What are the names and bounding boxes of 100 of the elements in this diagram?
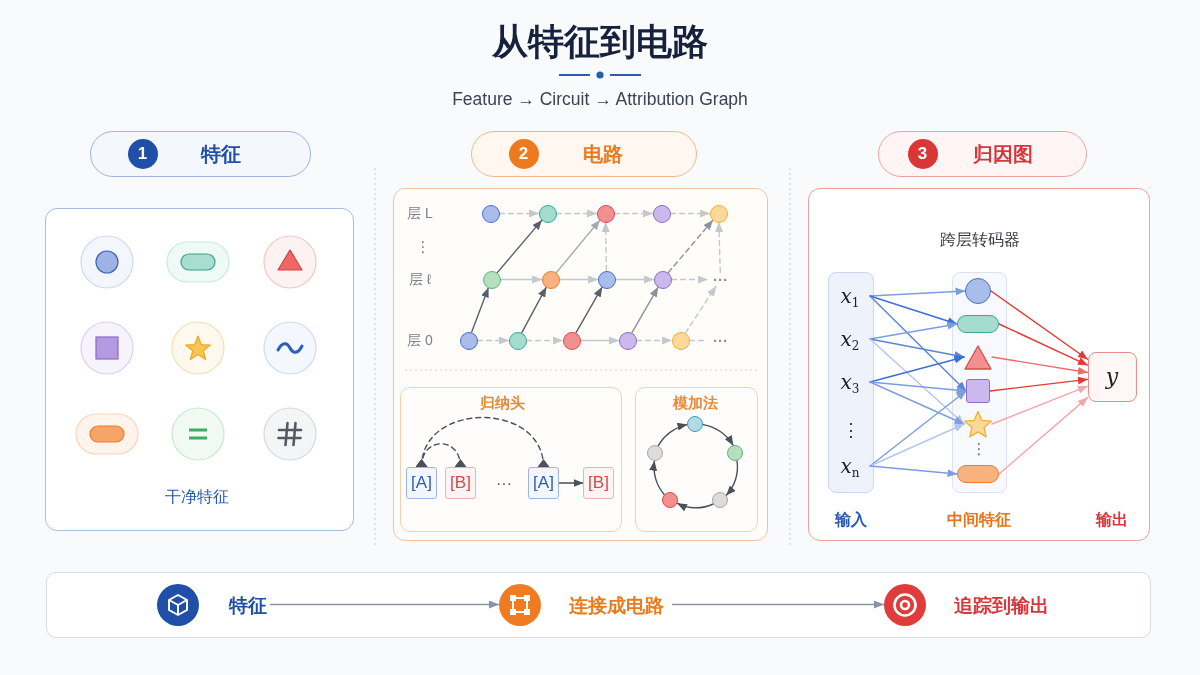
arrow xyxy=(614,275,655,284)
circle-node xyxy=(653,270,672,289)
dashed-curved-line xyxy=(415,416,550,468)
input-variable: x$_{3}$ xyxy=(830,368,870,396)
section-title: 电路 xyxy=(582,141,623,166)
arrow xyxy=(558,479,584,487)
column-box xyxy=(951,271,1007,493)
star-node xyxy=(964,410,992,438)
arrow xyxy=(496,219,543,274)
circle-node xyxy=(709,204,728,223)
arrow xyxy=(998,323,1089,366)
arrow xyxy=(471,287,489,333)
dashed-arrow xyxy=(684,285,717,334)
panel-card xyxy=(808,188,1150,541)
circle-node xyxy=(562,331,581,350)
circle-node xyxy=(965,278,991,304)
layer-label: 层 0 xyxy=(407,333,433,349)
subpanel-card xyxy=(634,386,758,532)
dashed-arrow xyxy=(613,209,654,218)
dashed-arrow xyxy=(667,219,714,274)
vertical-ellipsis: ⋮ xyxy=(842,420,860,440)
arrow xyxy=(269,600,500,609)
token-box: [A] xyxy=(528,467,559,499)
number-badge: 2 xyxy=(508,138,539,169)
input-variable: x$_{1}$ xyxy=(830,282,870,310)
curved-arrow xyxy=(657,423,688,447)
section-title: 特征 xyxy=(200,141,241,166)
dashed-arrow xyxy=(476,336,510,345)
arrow xyxy=(991,385,1089,425)
panel-heading: 跨层转码器 xyxy=(939,229,1020,250)
circle-node xyxy=(712,492,728,508)
arrow xyxy=(869,381,965,425)
circle-node xyxy=(541,270,560,289)
circle-node xyxy=(671,331,690,350)
ellipsis: ··· xyxy=(496,475,512,493)
column-caption: 输入 xyxy=(835,509,867,530)
circle-node xyxy=(481,204,500,223)
curved-arrow xyxy=(676,502,714,511)
circle-node xyxy=(596,204,615,223)
arrow xyxy=(521,286,547,334)
circle-node xyxy=(662,492,678,508)
curved-arrow xyxy=(725,460,739,496)
dashed-arrow xyxy=(635,336,673,345)
step-label: 连接成电路 xyxy=(569,594,664,617)
arrow xyxy=(991,356,1089,375)
panel-card xyxy=(393,188,768,541)
circle-node xyxy=(618,331,637,350)
step-label: 追踪到输出 xyxy=(954,594,1049,617)
token-box: [B] xyxy=(445,467,476,499)
dashed-arrow xyxy=(669,209,711,218)
input-variable: x$_{2}$ xyxy=(830,325,870,353)
arrow xyxy=(558,275,599,284)
input-variable: x$_{n}$ xyxy=(830,452,870,480)
arrow xyxy=(499,275,543,284)
token-box: [B] xyxy=(583,467,614,499)
arrow xyxy=(869,465,958,478)
dashed-arrow xyxy=(601,221,610,272)
column-caption: 中间特征 xyxy=(947,509,1011,530)
curved-arrow xyxy=(702,423,734,446)
dashed-arrow xyxy=(715,221,724,274)
arrow xyxy=(998,396,1089,475)
layer-label: 层 ℓ xyxy=(408,272,432,288)
dashed-arrow xyxy=(525,336,564,345)
arrow xyxy=(869,295,958,325)
arrow xyxy=(869,355,965,383)
panel-caption: 干净特征 xyxy=(164,486,229,507)
arrow xyxy=(555,219,601,274)
circle-node xyxy=(508,331,527,350)
arrow xyxy=(869,338,965,360)
arrow xyxy=(869,295,967,392)
arrow xyxy=(869,287,966,297)
subpanel-title: 归纳头 xyxy=(479,394,525,412)
arrow xyxy=(990,290,1089,360)
arrow xyxy=(575,286,603,334)
vertical-ellipsis: ⋮ xyxy=(971,440,987,458)
arrow xyxy=(869,338,965,425)
arrow xyxy=(869,381,967,395)
circle-node xyxy=(647,445,663,461)
column-box xyxy=(827,271,874,493)
circle-node xyxy=(687,416,703,432)
layer-label: 层 L xyxy=(407,206,433,222)
arrow xyxy=(989,376,1089,392)
vertical-ellipsis: ⋮ xyxy=(415,238,431,256)
circle-node xyxy=(727,445,743,461)
section-title: 归因图 xyxy=(972,141,1033,166)
summary-bar xyxy=(46,572,1151,638)
section-header xyxy=(878,131,1087,177)
number-badge: 1 xyxy=(127,138,158,169)
panel-card xyxy=(45,208,354,531)
output-box: y xyxy=(1087,351,1137,402)
dashed-arrow xyxy=(555,209,598,218)
arrow xyxy=(579,336,620,345)
circle-node xyxy=(538,204,557,223)
circle-node xyxy=(652,204,671,223)
ellipsis: ··· xyxy=(707,272,734,287)
ellipsis: ··· xyxy=(707,333,734,348)
column-caption: 输出 xyxy=(1096,511,1128,529)
subtitle: Feature → Circuit → Attribution Graph xyxy=(452,90,748,110)
subpanel-title: 模加法 xyxy=(672,394,718,412)
curved-arrow xyxy=(649,460,665,496)
